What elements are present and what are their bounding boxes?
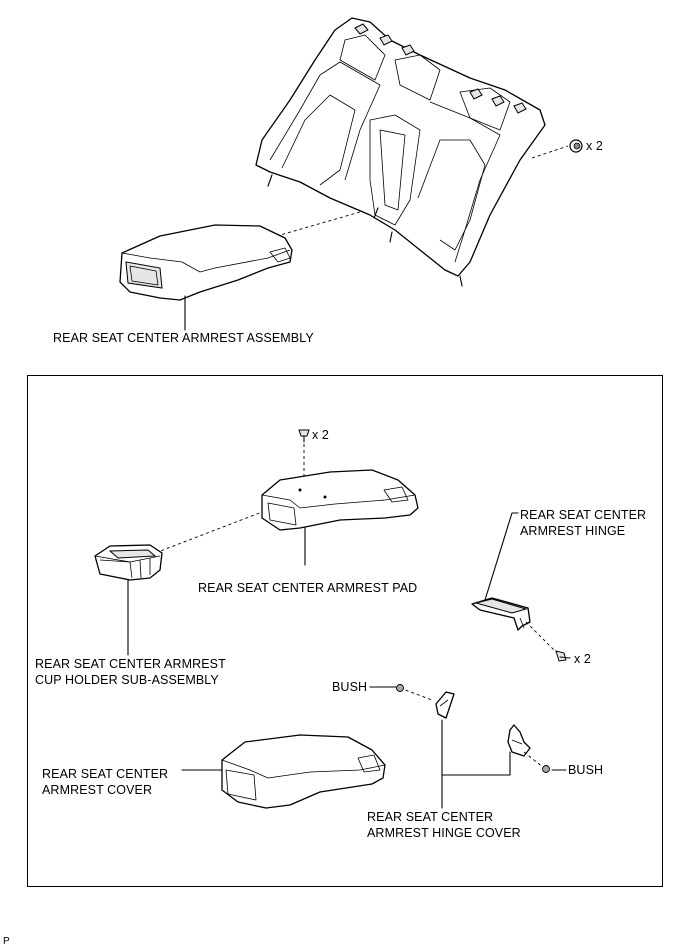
armrest-cover-label-line1: REAR SEAT CENTER	[42, 767, 169, 781]
rear-seatback	[255, 17, 546, 287]
assembly-guide-line	[269, 211, 361, 239]
clip-part-top	[531, 139, 583, 159]
hinge-cover-left-part	[369, 684, 455, 719]
armrest-pad-label: REAR SEAT CENTER ARMREST PAD	[198, 581, 418, 595]
armrest-assembly-label: REAR SEAT CENTER ARMREST ASSEMBLY	[53, 331, 314, 345]
hinge-cover-label-line1: REAR SEAT CENTER	[367, 810, 494, 824]
armrest-assembly-part	[119, 224, 293, 331]
hinge-cover-leader	[441, 719, 511, 809]
bush-label-left: BUSH	[332, 680, 368, 694]
hinge-cover-label-line2: ARMREST HINGE COVER	[367, 826, 521, 840]
footer-code: P	[3, 936, 10, 947]
screw-qty-label-hinge: x 2	[574, 652, 591, 666]
hinge-cover-right-part	[507, 724, 567, 773]
hinge-cover-label: REAR SEAT CENTER ARMREST HINGE COVER	[367, 809, 521, 841]
armrest-pad-part	[261, 469, 419, 566]
armrest-cover-part	[181, 734, 386, 809]
armrest-cover-label: REAR SEAT CENTER ARMREST COVER	[42, 766, 168, 798]
cup-holder-label: REAR SEAT CENTER ARMREST CUP HOLDER SUB-…	[35, 656, 226, 688]
clip-qty-label-top: x 2	[586, 139, 603, 153]
cup-holder-guide-line	[149, 511, 263, 556]
armrest-hinge-label-line1: REAR SEAT CENTER	[520, 508, 647, 522]
detail-frame	[27, 375, 663, 887]
armrest-hinge-label: REAR SEAT CENTER ARMREST HINGE	[520, 507, 646, 539]
cup-holder-part	[94, 544, 163, 656]
cup-holder-label-line1: REAR SEAT CENTER ARMREST	[35, 657, 226, 671]
screw-qty-label-pad: x 2	[312, 428, 329, 442]
armrest-hinge-part	[471, 512, 571, 662]
bush-label-right: BUSH	[568, 763, 604, 777]
cup-holder-label-line2: CUP HOLDER SUB-ASSEMBLY	[35, 673, 219, 687]
armrest-hinge-label-line2: ARMREST HINGE	[520, 524, 626, 538]
armrest-cover-label-line2: ARMREST COVER	[42, 783, 153, 797]
